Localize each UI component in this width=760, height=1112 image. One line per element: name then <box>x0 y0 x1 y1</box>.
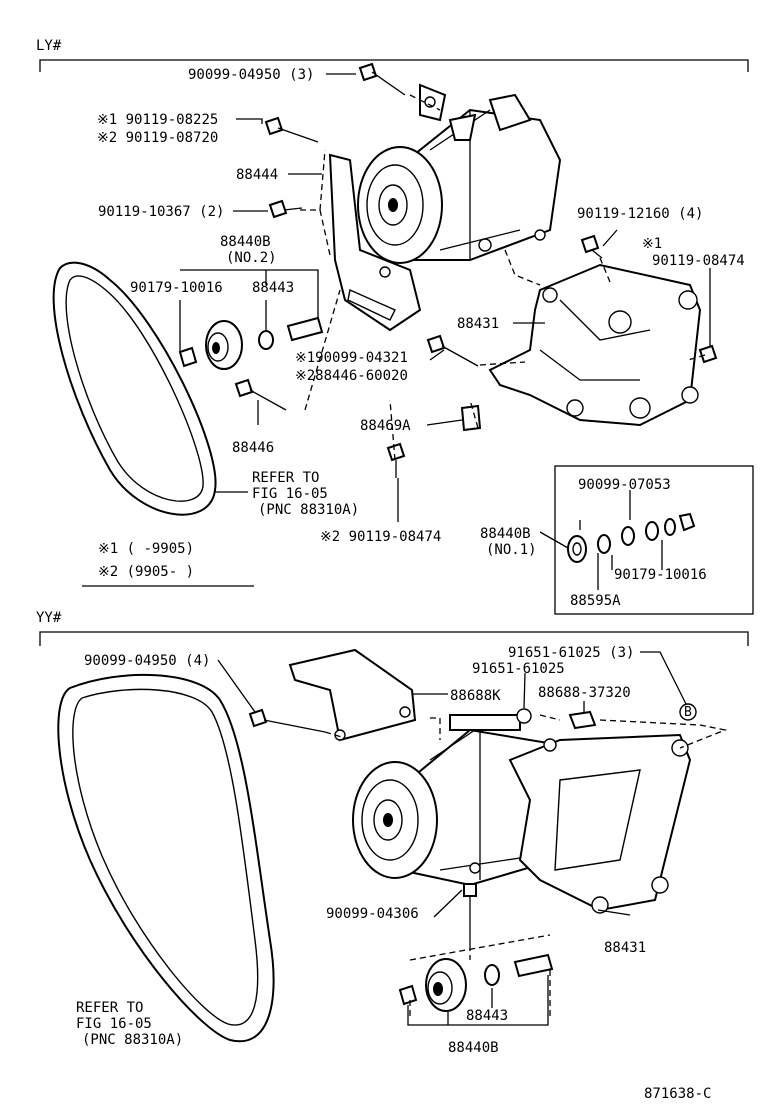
label-88688k: 88688K <box>450 688 501 704</box>
idler-pulley-88440b-top <box>205 320 243 370</box>
label-90099-07053: 90099-07053 <box>578 477 671 493</box>
label-90099-04306: 90099-04306 <box>326 906 419 922</box>
bolt-90099-04306 <box>463 883 477 945</box>
label-88469a: 88469A <box>360 418 411 434</box>
label-pnc-bottom: (PNC 88310A) <box>82 1032 183 1048</box>
label-90099-04950-top: 90099-04950 (3) <box>188 67 314 83</box>
label-note1-08474-mark: ※1 <box>642 236 662 252</box>
leader-88431-bottom <box>597 909 631 916</box>
label-no2: (NO.2) <box>226 250 277 266</box>
section-bracket-bottom <box>39 631 749 646</box>
circle-b-marker: B <box>679 703 697 721</box>
label-pnc-top: (PNC 88310A) <box>258 502 359 518</box>
nut-bottom <box>398 984 418 1006</box>
leader-88469a-top <box>426 419 463 426</box>
bolt-91651-61025-b <box>516 708 532 724</box>
bolt-90099-04950-bottom <box>248 708 326 733</box>
bracket-88431-top <box>488 263 702 427</box>
clip-88469a-top <box>460 404 482 432</box>
bolt-90119-08474-top-bottom <box>386 442 406 478</box>
label-90179-10016-inset: 90179-10016 <box>614 567 707 583</box>
label-refer-to-top: REFER TO <box>252 470 319 486</box>
leader-12160-top <box>602 229 618 247</box>
bolt-90119-12160-top <box>580 234 603 259</box>
label-88444: 88444 <box>236 167 278 183</box>
circle-b-label: B <box>684 705 692 720</box>
leader-04950-bottom <box>217 659 256 713</box>
leader-04306 <box>433 889 463 918</box>
bolt-90119-10367-top <box>268 199 303 219</box>
label-88440b-top: 88440B <box>220 234 271 250</box>
label-fig-bottom: FIG 16-05 <box>76 1016 152 1032</box>
assembly-dash-lines-bottom <box>324 714 728 1020</box>
label-88431-top: 88431 <box>457 316 499 332</box>
label-90119-08474-right: 90119-08474 <box>652 253 745 269</box>
idler-pulley-88440b-bottom <box>425 958 467 1012</box>
label-note2-88446-60020: ※288446-60020 <box>295 368 408 384</box>
bracket-88444 <box>328 153 422 332</box>
label-note1-90119-08225: ※1 90119-08225 <box>97 112 218 128</box>
label-90099-04950-bottom: 90099-04950 (4) <box>84 653 210 669</box>
bracket-88688k <box>288 648 417 742</box>
clip-88688-37320 <box>568 710 597 730</box>
bolt-90099-04321-top <box>426 334 479 367</box>
section-title-yy: YY# <box>36 610 62 626</box>
leader-08225-top <box>236 118 263 124</box>
label-91651-61025: 91651-61025 <box>472 661 565 677</box>
washer-88443-bottom <box>484 964 500 986</box>
label-88431-bottom: 88431 <box>604 940 646 956</box>
washer-88443-top <box>258 330 274 350</box>
section-title-ly: LY# <box>36 38 62 54</box>
bolt-90119-08225-top <box>264 116 319 143</box>
inset-idler-parts <box>567 512 696 563</box>
label-88440b-bottom: 88440B <box>448 1040 499 1056</box>
leader-04321-top <box>429 349 445 361</box>
bolt-90119-08474-top-right <box>698 344 718 364</box>
section-bracket-top <box>39 59 749 72</box>
label-note1-90099-04321: ※190099-04321 <box>295 350 408 366</box>
label-88688-37320: 88688-37320 <box>538 685 631 701</box>
bolt-90099-04950-top <box>358 62 406 96</box>
label-88446: 88446 <box>232 440 274 456</box>
label-refer-to-bottom: REFER TO <box>76 1000 143 1016</box>
nut-90179-10016-top <box>178 346 198 368</box>
bolt-idler-top <box>286 316 324 342</box>
bracket-88431-bottom <box>508 733 692 914</box>
legend-note2: ※2 (9905- ) <box>98 564 194 580</box>
drive-belt-bottom-inner <box>72 688 259 1026</box>
ac-compressor-top <box>357 83 562 264</box>
label-no1: (NO.1) <box>486 542 537 558</box>
leader-88440b-bottom <box>407 975 549 1026</box>
drive-belt-top-inner <box>65 275 204 502</box>
label-90119-12160: 90119-12160 (4) <box>577 206 703 222</box>
label-note2-90119-08720: ※2 90119-08720 <box>97 130 218 146</box>
assembly-dash-lines-top <box>300 94 706 461</box>
bolt-88446-top <box>234 378 287 411</box>
legend-note1: ※1 ( -9905) <box>98 541 194 557</box>
leader-61025-3 <box>640 651 687 705</box>
label-88443-top: 88443 <box>252 280 294 296</box>
leader-61025 <box>523 672 526 709</box>
label-88443-bottom: 88443 <box>466 1008 508 1024</box>
label-fig-top: FIG 16-05 <box>252 486 328 502</box>
label-91651-61025-3: 91651-61025 (3) <box>508 645 634 661</box>
label-88595a: 88595A <box>570 593 621 609</box>
inset-leaders <box>539 490 663 590</box>
label-88440b-inset: 88440B <box>480 526 531 542</box>
bolt-idler-bottom <box>513 953 554 978</box>
label-90179-10016-top: 90179-10016 <box>130 280 223 296</box>
label-90119-10367: 90119-10367 (2) <box>98 204 224 220</box>
leader-idler-group-top <box>179 269 319 352</box>
label-note2-90119-08474: ※2 90119-08474 <box>320 529 441 545</box>
figure-code: 871638-C <box>644 1086 711 1102</box>
